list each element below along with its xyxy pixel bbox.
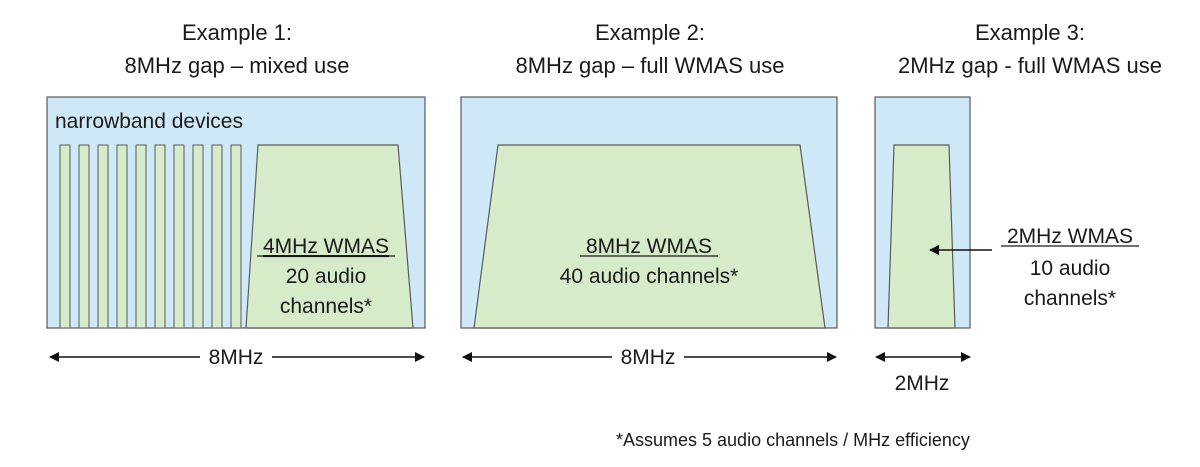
narrowband-channel — [97, 144, 109, 329]
narrowband-channel — [116, 144, 128, 329]
example-1-channels-line2: channels* — [280, 295, 372, 318]
example-3-width-label: 2MHz — [895, 372, 950, 395]
narrowband-channel — [230, 144, 242, 329]
example-1-channels-line1: 20 audio — [286, 265, 367, 288]
example-3-channels-line1: 10 audio — [1030, 257, 1111, 280]
narrowband-channel — [154, 144, 166, 329]
narrowband-channel — [192, 144, 204, 329]
example-3-wmas-label: 2MHz WMAS — [1007, 225, 1133, 248]
example-2-width-label: 8MHz — [621, 346, 676, 369]
example-1-width-label: 8MHz — [209, 346, 264, 369]
example-1-wmas-block — [245, 144, 414, 329]
example-1-subtitle: 8MHz gap – mixed use — [125, 53, 350, 78]
example-2-subtitle: 8MHz gap – full WMAS use — [516, 53, 785, 78]
narrowband-channel — [211, 144, 223, 329]
example-2-wmas-label: 8MHz WMAS — [586, 235, 712, 258]
narrowband-channel — [59, 144, 71, 329]
efficiency-footnote: *Assumes 5 audio channels / MHz efficien… — [616, 430, 970, 450]
narrowband-channel — [173, 144, 185, 329]
example-3-title: Example 3: — [975, 20, 1085, 45]
example-1-panel: Example 1: 8MHz gap – mixed use narrowba… — [46, 20, 426, 369]
example-1-title: Example 1: — [182, 20, 292, 45]
example-2-channels-line1: 40 audio channels* — [560, 265, 739, 288]
example-3-wmas-block — [887, 144, 956, 329]
narrowband-channels — [59, 144, 242, 329]
example-2-title: Example 2: — [595, 20, 705, 45]
example-2-panel: Example 2: 8MHz gap – full WMAS use 8MHz… — [460, 20, 838, 369]
example-3-panel: Example 3: 2MHz gap - full WMAS use 2MHz… — [874, 20, 1162, 395]
example-1-wmas-label: 4MHz WMAS — [263, 235, 389, 258]
example-3-channels-line2: channels* — [1024, 287, 1116, 310]
example-3-subtitle: 2MHz gap - full WMAS use — [898, 53, 1162, 78]
example-2-wmas-block — [473, 144, 826, 329]
narrowband-devices-label: narrowband devices — [55, 110, 243, 133]
narrowband-channel — [135, 144, 147, 329]
narrowband-channel — [78, 144, 90, 329]
